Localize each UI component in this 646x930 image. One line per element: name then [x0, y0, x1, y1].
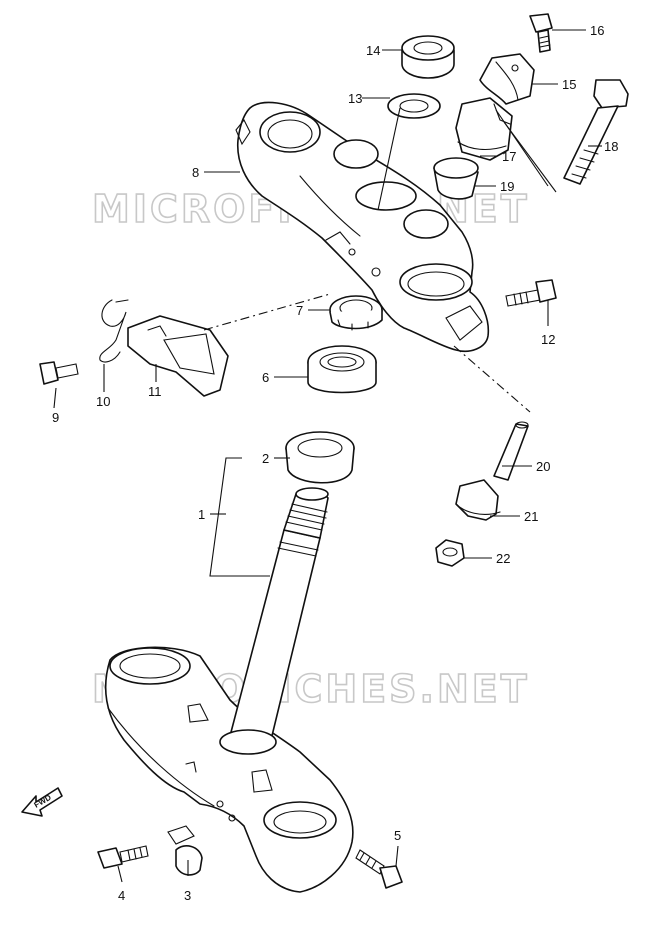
- part-1-steering-stem: [104, 487, 354, 893]
- callout-1: 1: [198, 507, 205, 522]
- callouts: 1 2 3 4 5 6 7 8 9 10 11 12 13 14 15 16: [52, 23, 618, 903]
- callout-6: 6: [262, 370, 269, 385]
- leader-dashed-11-7: [203, 293, 331, 331]
- leader-1: [209, 457, 270, 577]
- part-12-bolt: [505, 279, 557, 307]
- callout-14: 14: [366, 43, 380, 58]
- part-9-bolt: [39, 361, 79, 385]
- callout-2: 2: [262, 451, 269, 466]
- part-20-pin: [493, 421, 529, 481]
- part-6-bearing: [307, 345, 377, 394]
- part-11-bracket: [127, 315, 229, 397]
- part-16-bolt: [529, 13, 553, 53]
- part-19-cushion: [433, 157, 479, 200]
- callout-5: 5: [394, 828, 401, 843]
- callout-10: 10: [96, 394, 110, 409]
- callout-9: 9: [52, 410, 59, 425]
- callout-19: 19: [500, 179, 514, 194]
- part-7-lock-nut: [329, 295, 383, 331]
- leader-dashed-12-20: [453, 345, 531, 413]
- forward-arrow-icon: FWD: [21, 787, 63, 817]
- callout-13: 13: [348, 91, 362, 106]
- part-3-grommet: [167, 825, 203, 876]
- part-10-spring-clip: [99, 299, 129, 363]
- callout-21: 21: [524, 509, 538, 524]
- part-5-bolt: [355, 849, 403, 889]
- part-2-lower-bearing: [285, 431, 355, 484]
- callout-3: 3: [184, 888, 191, 903]
- callout-4: 4: [118, 888, 125, 903]
- callout-15: 15: [562, 77, 576, 92]
- part-14-cap-nut: [401, 35, 455, 79]
- callout-22: 22: [496, 551, 510, 566]
- part-4-bolt: [97, 845, 149, 869]
- part-13-washer: [387, 93, 441, 119]
- bolt-18-axis-b: [495, 109, 549, 187]
- callout-8: 8: [192, 165, 199, 180]
- callout-7: 7: [296, 303, 303, 318]
- upper-bracket: [235, 101, 490, 352]
- part-15-clamp-cap: [479, 53, 535, 105]
- callout-16: 16: [590, 23, 604, 38]
- callout-11: 11: [148, 384, 162, 399]
- callout-12: 12: [541, 332, 555, 347]
- callout-20: 20: [536, 459, 550, 474]
- part-18-long-bolt: [563, 79, 629, 185]
- part-22-nut: [435, 539, 465, 567]
- callout-18: 18: [604, 139, 618, 154]
- part-21-damper: [455, 479, 501, 521]
- callout-17: 17: [502, 149, 516, 164]
